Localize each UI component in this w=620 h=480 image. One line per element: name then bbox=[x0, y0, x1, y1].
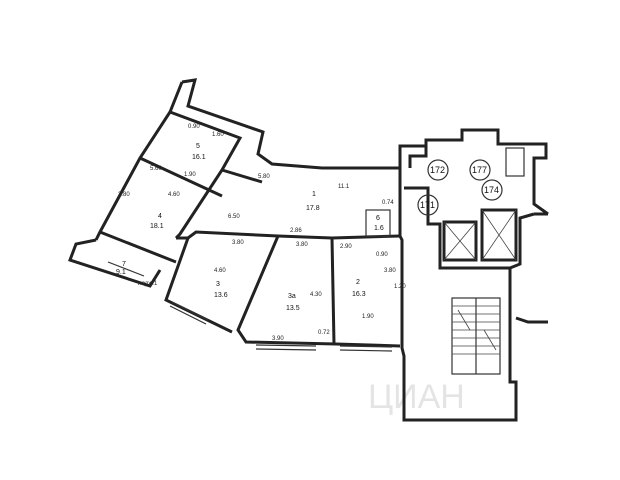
shaft-markers: 172 177 174 171 bbox=[417, 159, 503, 216]
dim-label: 3.80 bbox=[232, 240, 244, 246]
dimension-labels: 11.1 5.80 3.80 2.86 4.60 4.60 3.80 2.90 … bbox=[118, 124, 406, 342]
dim-label: 3.90 bbox=[272, 336, 284, 342]
room-6-area: 1.6 bbox=[374, 225, 384, 232]
dim-label: 1.20 bbox=[394, 284, 406, 290]
room-7-area: 9.1 bbox=[116, 269, 126, 276]
room-3a-number: 3а bbox=[288, 293, 296, 300]
dim-label: 6.50 bbox=[228, 214, 240, 220]
dim-label: 5.80 bbox=[258, 174, 270, 180]
room-2-area: 16.3 bbox=[352, 291, 366, 298]
room-1-number: 1 bbox=[312, 191, 316, 198]
dim-label: 0.72 bbox=[318, 330, 330, 336]
shaft-label-171: 171 bbox=[420, 200, 435, 210]
room-2-number: 2 bbox=[356, 279, 360, 286]
room-6-number: 6 bbox=[376, 215, 380, 222]
room-7-number: 7 bbox=[122, 261, 126, 268]
dim-label: 1.60 bbox=[212, 132, 224, 138]
dim-label: 3.80 bbox=[384, 268, 396, 274]
balcony-label: лодж.1 bbox=[138, 281, 158, 287]
dim-label: 2.86 bbox=[290, 228, 302, 234]
room-4-area: 18.1 bbox=[150, 223, 164, 230]
room-5-number: 5 bbox=[196, 143, 200, 150]
elevator-shafts bbox=[442, 147, 525, 262]
dim-label: 4.30 bbox=[310, 292, 322, 298]
dim-label: 1.90 bbox=[362, 314, 374, 320]
dim-label: 3.80 bbox=[296, 242, 308, 248]
dim-label: 4.60 bbox=[214, 268, 226, 274]
dim-label: 0.90 bbox=[188, 124, 200, 130]
dim-label: 0.90 bbox=[376, 252, 388, 258]
dim-label: 11.1 bbox=[338, 184, 350, 190]
room-labels: 1 17.8 2 16.3 3 13.6 3а 13.5 4 18.1 5 16… bbox=[116, 143, 384, 312]
watermark: ЦИАН bbox=[368, 378, 465, 416]
room-3-number: 3 bbox=[216, 281, 220, 288]
room-1-area: 17.8 bbox=[306, 205, 320, 212]
room-4-number: 4 bbox=[158, 213, 162, 220]
dim-label: 2.80 bbox=[118, 192, 130, 198]
dim-label: 0.74 bbox=[382, 200, 394, 206]
staircase bbox=[451, 297, 501, 375]
dim-label: 5.60 bbox=[150, 166, 162, 172]
windows bbox=[107, 261, 393, 352]
dim-label: 2.90 bbox=[340, 244, 352, 250]
core-walls bbox=[365, 128, 549, 422]
shaft-label-172: 172 bbox=[430, 165, 445, 175]
dim-label: 1.90 bbox=[184, 172, 196, 178]
dim-label: 4.60 bbox=[168, 192, 180, 198]
room-3a-area: 13.5 bbox=[286, 305, 300, 312]
room-5-area: 16.1 bbox=[192, 154, 206, 161]
shaft-label-177: 177 bbox=[472, 165, 487, 175]
room-3-area: 13.6 bbox=[214, 292, 228, 299]
left-wing-walls bbox=[68, 78, 401, 348]
shaft-label-174: 174 bbox=[484, 185, 499, 195]
